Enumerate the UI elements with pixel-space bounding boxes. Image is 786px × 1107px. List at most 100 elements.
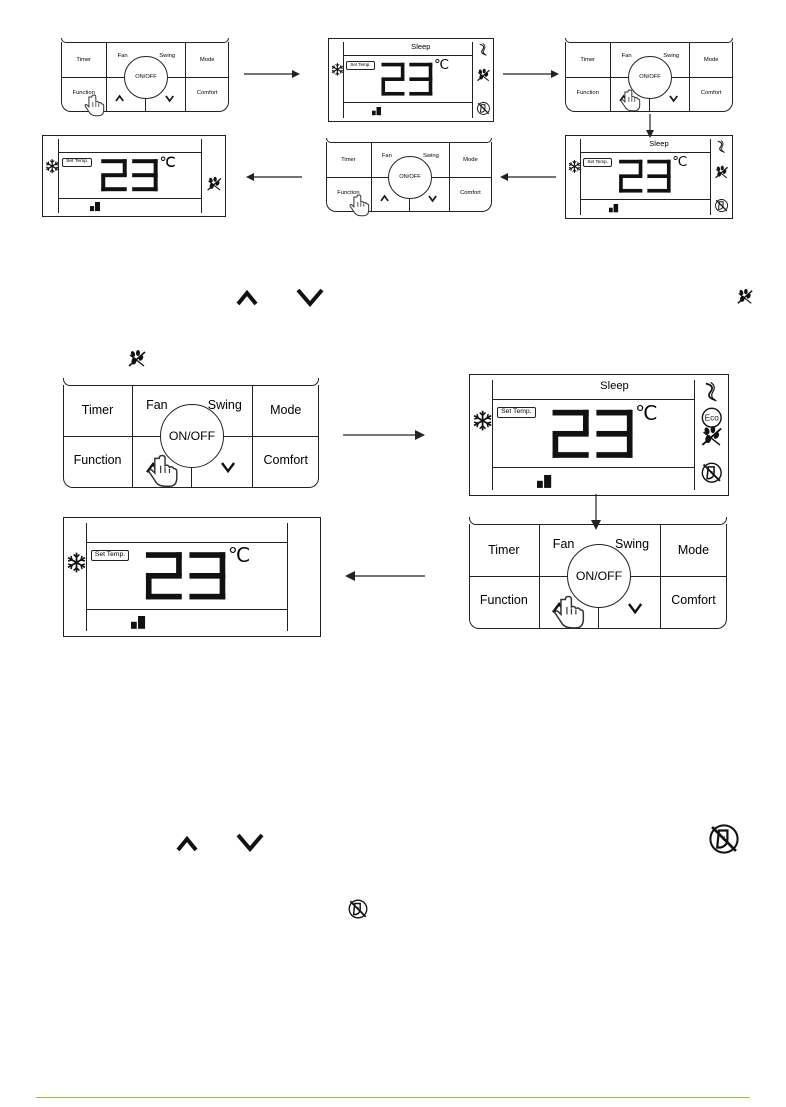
mode-button[interactable]: Mode bbox=[677, 543, 710, 558]
set-temp-label: Set Temp. bbox=[90, 549, 130, 561]
on-off-button[interactable]: ON/OFF bbox=[124, 55, 168, 100]
down-arrow-button[interactable] bbox=[628, 602, 643, 614]
mode-button[interactable]: Mode bbox=[703, 56, 719, 63]
function-button[interactable]: Function bbox=[72, 89, 95, 96]
sleep-off-icon: z bbox=[476, 102, 490, 116]
swing-button[interactable]: Swing bbox=[422, 153, 439, 160]
set-temp-label: Set Temp. bbox=[583, 158, 612, 167]
fan-button[interactable]: Fan bbox=[117, 53, 128, 60]
timer-button[interactable]: Timer bbox=[341, 156, 356, 163]
temperature-readout bbox=[552, 409, 633, 458]
health-icon bbox=[700, 425, 723, 448]
timer-button[interactable]: Timer bbox=[580, 56, 595, 63]
display-bottom-rule bbox=[342, 102, 472, 104]
down-arrow-button[interactable] bbox=[220, 462, 235, 474]
comfort-button[interactable]: Comfort bbox=[671, 593, 716, 608]
health-icon bbox=[737, 288, 753, 304]
on-off-button[interactable]: ON/OFF bbox=[160, 404, 224, 468]
swing-button[interactable]: Swing bbox=[663, 53, 680, 60]
display-frame-left bbox=[491, 379, 493, 491]
mode-button[interactable]: Mode bbox=[199, 56, 215, 63]
mode-button[interactable]: Mode bbox=[270, 403, 302, 418]
pointing-hand-icon bbox=[147, 455, 178, 488]
swing-icon bbox=[706, 381, 718, 402]
up-arrow-button[interactable] bbox=[379, 194, 389, 202]
function-button[interactable]: Function bbox=[576, 89, 599, 96]
fan-button[interactable]: Fan bbox=[621, 53, 632, 60]
comfort-button[interactable]: Comfort bbox=[460, 189, 481, 196]
sleep-label: Sleep bbox=[600, 379, 629, 392]
health-icon bbox=[702, 426, 723, 447]
arrow-down-1 bbox=[646, 114, 654, 138]
comfort-button[interactable]: Comfort bbox=[263, 452, 308, 467]
swing-icon bbox=[717, 140, 726, 154]
swing-button[interactable]: Swing bbox=[207, 397, 242, 412]
display-bottom-rule bbox=[491, 467, 695, 469]
swing-button[interactable]: Swing bbox=[615, 537, 650, 552]
comfort-button[interactable]: Comfort bbox=[700, 89, 722, 96]
function-button[interactable]: Function bbox=[479, 593, 528, 608]
on-off-button[interactable]: ON/OFF bbox=[628, 55, 672, 100]
fan-speed-bars bbox=[371, 107, 381, 116]
function-button[interactable]: Function bbox=[337, 189, 360, 196]
display-frame-right bbox=[710, 139, 712, 215]
sleep-off-icon: z bbox=[700, 461, 723, 484]
temperature-unit: ℃ bbox=[672, 154, 688, 170]
arrow-right-1 bbox=[244, 70, 300, 78]
swing-button[interactable]: Swing bbox=[159, 53, 176, 60]
on-off-button[interactable]: ON/OFF bbox=[388, 155, 432, 200]
on-off-button[interactable]: ON/OFF bbox=[566, 543, 632, 609]
timer-button[interactable]: Timer bbox=[488, 543, 520, 558]
down-arrow-button[interactable] bbox=[668, 95, 678, 103]
sleep-off-icon: z bbox=[709, 824, 739, 854]
timer-button[interactable]: Timer bbox=[76, 56, 91, 63]
display-top-rule bbox=[580, 152, 711, 154]
arrow-right-2 bbox=[503, 70, 559, 78]
pointing-hand-icon bbox=[554, 595, 585, 629]
display-frame-right bbox=[694, 379, 696, 491]
set-temp-label: Set Temp. bbox=[497, 407, 536, 419]
down-arrow-icon bbox=[296, 288, 324, 307]
arrow-down-2 bbox=[591, 494, 601, 530]
timer-button[interactable]: Timer bbox=[81, 403, 114, 418]
mode-button[interactable]: Mode bbox=[463, 156, 478, 163]
svg-text:z: z bbox=[721, 203, 723, 207]
temperature-readout bbox=[145, 552, 226, 600]
fan-button[interactable]: Fan bbox=[146, 397, 168, 412]
health-icon bbox=[127, 349, 147, 369]
snowflake-icon bbox=[45, 159, 59, 174]
snowflake-icon bbox=[568, 160, 581, 173]
set-temp-label: Set Temp. bbox=[346, 61, 375, 70]
display-frame-right bbox=[286, 522, 288, 632]
fan-speed-bars bbox=[537, 474, 552, 488]
fan-button[interactable]: Fan bbox=[552, 537, 575, 552]
display-frame-left bbox=[342, 42, 344, 118]
function-button[interactable]: Function bbox=[73, 452, 122, 467]
display-top-rule bbox=[491, 399, 695, 400]
pointing-hand-icon bbox=[620, 89, 641, 112]
temperature-readout bbox=[381, 62, 433, 96]
sleep-off-icon: z bbox=[347, 898, 369, 920]
sleep-off-icon: z bbox=[707, 822, 741, 856]
down-arrow-button[interactable] bbox=[428, 195, 438, 203]
sleep-label: Sleep bbox=[649, 139, 669, 149]
display-bottom-rule bbox=[580, 199, 711, 201]
sleep-off-icon: z bbox=[476, 101, 491, 116]
sleep-off-icon: z bbox=[714, 198, 729, 213]
arrow-left-1 bbox=[246, 173, 302, 181]
comfort-button[interactable]: Comfort bbox=[196, 89, 218, 96]
up-arrow-button[interactable] bbox=[115, 94, 125, 102]
up-arrow-icon bbox=[236, 290, 258, 306]
temperature-unit: ℃ bbox=[159, 154, 176, 171]
down-arrow-button[interactable] bbox=[164, 95, 174, 103]
swing-icon bbox=[700, 380, 723, 403]
fan-button[interactable]: Fan bbox=[381, 153, 392, 160]
display-frame-right bbox=[201, 139, 203, 213]
